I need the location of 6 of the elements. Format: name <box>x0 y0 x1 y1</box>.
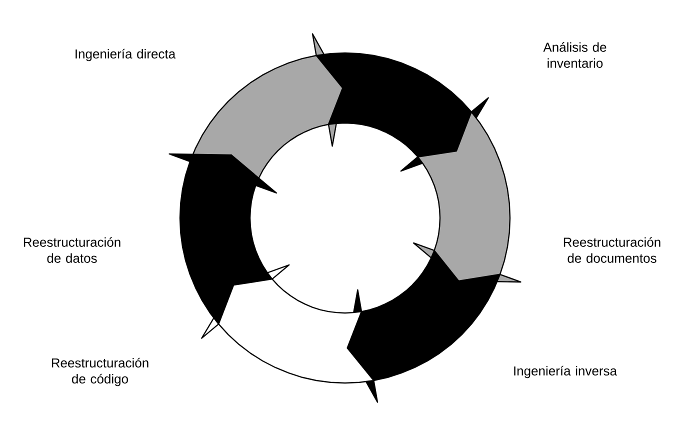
cycle-label: Reestructuración de documentos <box>564 237 660 263</box>
cycle-label: Reestructuración de código <box>52 358 148 386</box>
cycle-label: Ingeniería inversa <box>514 366 617 378</box>
cycle-label: Reestructuración de datos <box>24 237 120 263</box>
cycle-label: Análisis de inventario <box>543 42 606 68</box>
cycle-label: Ingeniería directa <box>76 48 176 62</box>
